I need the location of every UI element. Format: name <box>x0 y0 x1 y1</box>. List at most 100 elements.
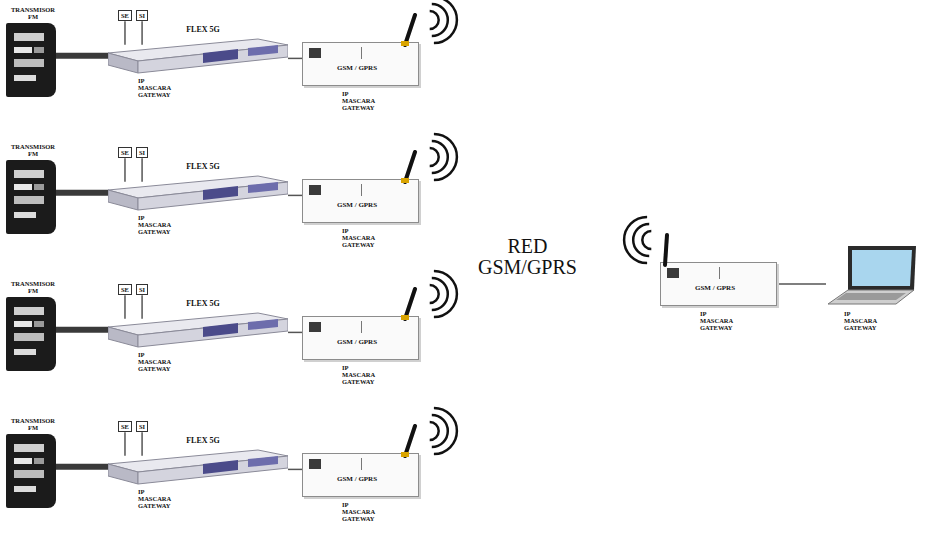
antenna <box>401 424 421 458</box>
modem-logo <box>309 322 321 332</box>
laptop-drawing <box>826 244 918 306</box>
modem-label: GSM / GPRS <box>337 476 377 484</box>
address-note: IP MASCARA GATEWAY <box>700 310 733 331</box>
transmitter-panel <box>6 297 56 371</box>
network-cable <box>288 469 302 471</box>
port-tag: SE <box>118 10 132 21</box>
laptop-computer: IP MASCARA GATEWAY <box>826 244 918 331</box>
address-note: IP MASCARA GATEWAY <box>342 227 375 248</box>
transmitter-panel <box>6 434 56 508</box>
address-note: IP MASCARA GATEWAY <box>342 364 375 385</box>
flex-chassis <box>108 37 288 75</box>
port-tag-box: SE <box>118 421 132 432</box>
transmitter-unit: TRANSMISOR FM <box>4 417 62 508</box>
port-tag: SE <box>118 421 132 432</box>
device-label: TRANSMISOR FM <box>11 280 55 294</box>
network-cable <box>124 158 126 182</box>
modem-body: GSM / GPRS <box>660 262 777 306</box>
address-note: IP MASCARA GATEWAY <box>342 501 375 522</box>
flex-chassis <box>108 448 288 486</box>
radio-wave <box>430 422 439 440</box>
port-tag-text: SE <box>121 286 129 293</box>
device-title: FLEX 5G <box>168 300 238 309</box>
radio-wave <box>434 134 457 180</box>
radio-wave <box>642 231 651 249</box>
port-tag-text: SI <box>139 149 145 156</box>
gsm-modem: GSM / GPRS IP MASCARA GATEWAY <box>302 453 419 522</box>
address-note: IP MASCARA GATEWAY <box>342 90 375 111</box>
laptop-body <box>826 244 918 306</box>
transmitter-body <box>6 297 56 371</box>
port-tag: SE <box>118 284 132 295</box>
network-cable <box>124 432 126 456</box>
port-tag: SI <box>136 284 148 295</box>
flex-encoder: FLEX 5GIP MASCARA GATEWAY <box>108 437 293 509</box>
network-cable <box>288 332 302 334</box>
radio-wave <box>432 278 448 310</box>
port-tag-text: SI <box>139 12 145 19</box>
network-label: RED GSM/GPRS <box>478 236 577 278</box>
antenna <box>401 150 421 184</box>
modem-divider <box>361 321 362 333</box>
flex-encoder: FLEX 5G IP MASCARA GATEWAY <box>108 163 293 235</box>
network-cable <box>288 195 302 197</box>
transmitter-body <box>6 23 56 97</box>
modem-logo <box>309 185 321 195</box>
flex-body <box>108 37 288 75</box>
address-note: IP MASCARA GATEWAY <box>138 214 171 235</box>
device-title: FLEX 5G <box>168 26 238 35</box>
modem-divider <box>361 47 362 59</box>
audio-cable <box>56 327 108 333</box>
transmitter-unit: TRANSMISOR FM <box>4 6 62 97</box>
port-tag: SI <box>136 147 148 158</box>
port-tag-box: SE <box>118 147 132 158</box>
network-cable <box>124 21 126 45</box>
device-label: TRANSMISOR FM <box>11 417 55 431</box>
device-title: FLEX 5G <box>168 437 238 446</box>
modem-divider <box>361 458 362 470</box>
port-tag-box: SE <box>118 10 132 21</box>
antenna <box>657 233 677 267</box>
gsm-modem: GSM / GPRS IP MASCARA GATEWAY <box>660 262 777 331</box>
flex-body <box>108 311 288 349</box>
radio-wave <box>432 141 448 173</box>
modem-body: GSM / GPRS <box>302 179 419 223</box>
radio-wave <box>434 0 457 43</box>
port-tag-box: SI <box>136 421 148 432</box>
port-tag: SI <box>136 10 148 21</box>
radio-wave <box>430 148 439 166</box>
gsm-modem: GSM / GPRS IP MASCARA GATEWAY <box>302 316 419 385</box>
modem-body: GSM / GPRS <box>302 453 419 497</box>
address-note: IP MASCARA GATEWAY <box>138 351 171 372</box>
modem-logo <box>309 459 321 469</box>
gsm-modem: GSM / GPRS IP MASCARA GATEWAY <box>302 179 419 248</box>
flex-body <box>108 174 288 212</box>
port-tag-box: SI <box>136 147 148 158</box>
transmitter-panel <box>6 23 56 97</box>
modem-label: GSM / GPRS <box>337 65 377 73</box>
port-tag-text: SI <box>139 423 145 430</box>
flex-chassis <box>108 311 288 349</box>
port-tag-text: SE <box>121 149 129 156</box>
port-tag-text: SE <box>121 12 129 19</box>
radio-wave <box>432 415 448 447</box>
device-title: FLEX 5G <box>168 163 238 172</box>
port-tag-text: SI <box>139 286 145 293</box>
radio-wave <box>434 271 457 317</box>
network-cable <box>288 58 302 60</box>
port-tag-box: SE <box>118 284 132 295</box>
modem-label: GSM / GPRS <box>337 339 377 347</box>
flex-encoder: FLEX 5G IP MASCARA GATEWAY <box>108 300 293 372</box>
audio-cable <box>56 53 108 59</box>
radio-wave <box>434 408 457 454</box>
flex-body <box>108 448 288 486</box>
modem-logo <box>309 48 321 58</box>
network-cable <box>777 283 826 285</box>
port-tag: SI <box>136 421 148 432</box>
transmitter-unit: TRANSMISOR FM <box>4 280 62 371</box>
modem-divider <box>361 184 362 196</box>
network-cable <box>141 21 143 45</box>
port-tag-box: SI <box>136 10 148 21</box>
antenna <box>401 287 421 321</box>
